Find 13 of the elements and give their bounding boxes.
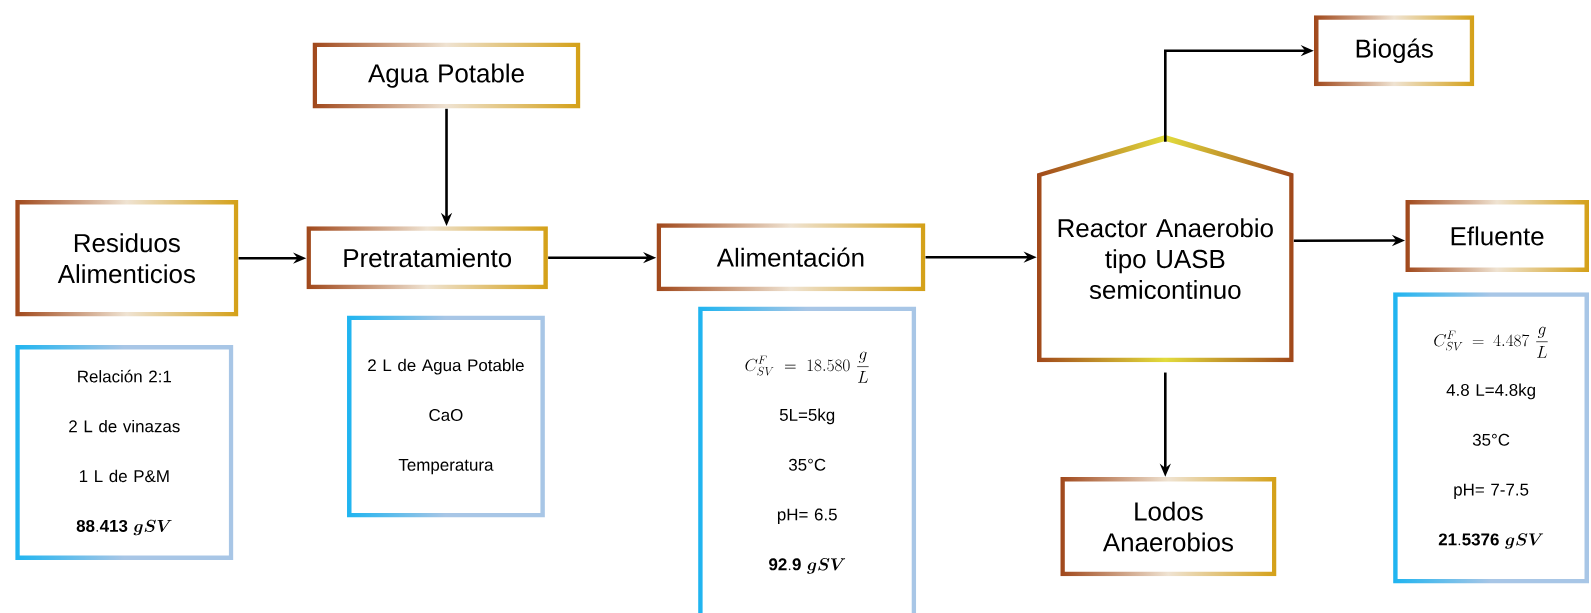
process-box: Biogás <box>1318 19 1470 82</box>
reactor-pentagon: Reactor Anaerobio tipo UASB semicontinuo <box>1041 141 1290 358</box>
node-label: Reactor Anaerobio tipo UASB semicontinuo <box>1058 218 1273 300</box>
process-box: Agua Potable <box>317 47 576 105</box>
data-box: $C_{SV}^{F} = 18.580\ \frac{g}{L}$ 5L=5kg 35°C pH= 6.5 $\mathbf{92.9}\ \boldsymbol{gSV}$ <box>702 310 912 613</box>
process-box: Lodos Anaerobios <box>1064 481 1272 572</box>
data-box: $C_{SV}^{F} = 4.487\ \frac{g}{L}$ 4.8 L=4.8kg 35°C pH= 7-7.5 $\mathbf{21.5376}\ \boldsymbol{gSV}$ <box>1397 296 1585 579</box>
process-box: Alimentación <box>661 227 921 287</box>
process-box: Efluente <box>1409 204 1585 268</box>
process-box: Residuos Alimenticios <box>19 204 234 313</box>
data-box: 2 L de Agua Potable CaO Temperatura <box>351 320 541 513</box>
data-box: Relación 2:1 2 L de vinazas 1 L de P&M $\mathbf{88.413}\ \boldsymbol{gSV}$ <box>19 349 229 556</box>
process-box: Pretratamiento <box>310 230 544 285</box>
